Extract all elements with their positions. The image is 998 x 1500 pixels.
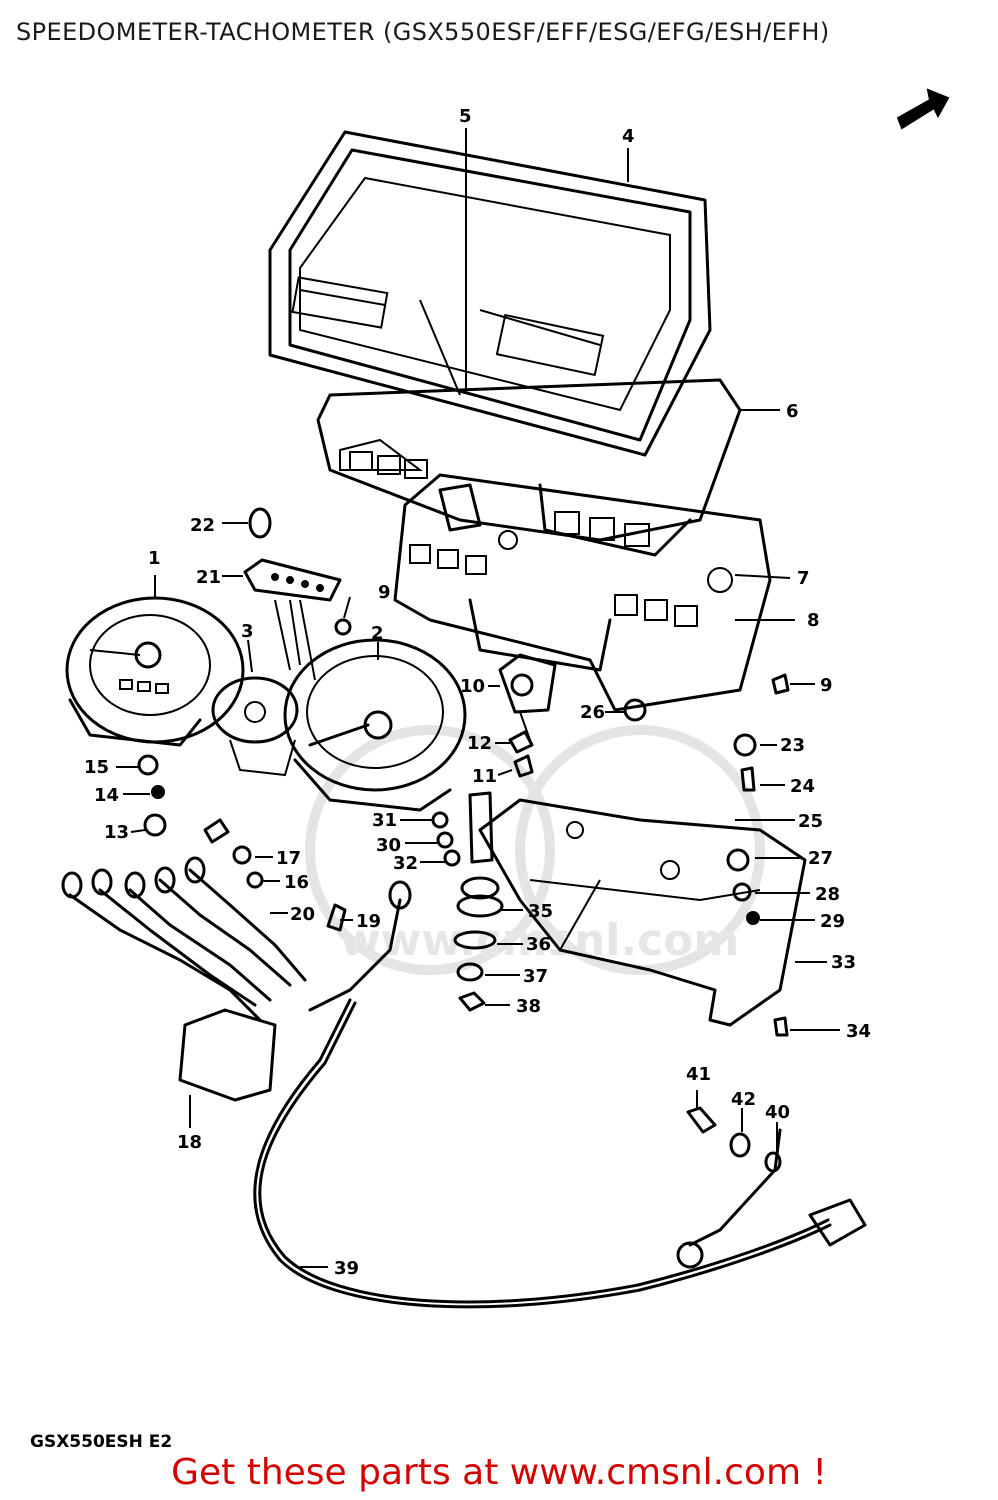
- label-16: 16: [284, 872, 309, 893]
- meter-cushion: [316, 378, 742, 542]
- label-38: 38: [516, 996, 541, 1017]
- watermark: www.cmsnl.com: [305, 725, 765, 975]
- label-42: 42: [731, 1089, 756, 1110]
- label-3: 3: [241, 621, 254, 642]
- right-fasteners: [623, 673, 790, 1037]
- meter-lower-cover: [478, 798, 807, 1027]
- leader-lines: [116, 128, 840, 1031]
- label-6: 6: [786, 401, 799, 422]
- label-32: 32: [393, 853, 418, 874]
- label-23: 23: [780, 735, 805, 756]
- left-small-parts: [137, 618, 534, 932]
- label-14: 14: [94, 785, 119, 806]
- label-35: 35: [528, 901, 553, 922]
- label-4: 4: [622, 126, 635, 147]
- fastener-stack: [431, 791, 504, 1012]
- label-1: 1: [148, 548, 161, 569]
- label-25: 25: [798, 811, 823, 832]
- label-10: 10: [460, 676, 485, 697]
- speedometer-cable: [253, 998, 867, 1309]
- label-29: 29: [820, 911, 845, 932]
- label-22: 22: [190, 515, 215, 536]
- part-labels: 5 4 6 22 1 21 7 9 8 3 2 10 9 26 12 23 15…: [84, 106, 871, 1279]
- label-12: 12: [467, 733, 492, 754]
- speedometer: [65, 575, 245, 747]
- label-24: 24: [790, 776, 815, 797]
- page-title: SPEEDOMETER-TACHOMETER (GSX550ESF/EFF/ES…: [16, 18, 830, 46]
- label-9-upper: 9: [378, 582, 391, 603]
- model-code: GSX550ESH E2: [30, 1432, 172, 1452]
- label-36: 36: [526, 934, 551, 955]
- label-33: 33: [831, 952, 856, 973]
- indicator-board: [222, 558, 342, 681]
- holder-10: [498, 653, 557, 741]
- label-20: 20: [290, 904, 315, 925]
- label-5: 5: [459, 106, 472, 127]
- tachometer: [283, 638, 467, 812]
- wiring-harness: [61, 856, 412, 1128]
- label-17: 17: [276, 848, 301, 869]
- gauge-part-3: [211, 639, 299, 777]
- label-31: 31: [372, 810, 397, 831]
- label-30: 30: [376, 835, 401, 856]
- label-15: 15: [84, 757, 109, 778]
- label-40: 40: [765, 1102, 790, 1123]
- label-9-lower: 9: [820, 675, 833, 696]
- footer-link-text[interactable]: Get these parts at www.cmsnl.com !: [171, 1452, 827, 1493]
- label-2: 2: [371, 623, 384, 644]
- label-7: 7: [797, 568, 810, 589]
- label-34: 34: [846, 1021, 871, 1042]
- label-18: 18: [177, 1132, 202, 1153]
- label-28: 28: [815, 884, 840, 905]
- label-27: 27: [808, 848, 833, 869]
- label-19: 19: [356, 911, 381, 932]
- label-13: 13: [104, 822, 129, 843]
- grommet-22: [222, 507, 272, 539]
- small-parts-40-42: [676, 1090, 782, 1269]
- label-8: 8: [807, 610, 820, 631]
- label-41: 41: [686, 1064, 711, 1085]
- label-37: 37: [523, 966, 548, 987]
- direction-arrow-icon: [896, 88, 950, 130]
- label-21: 21: [196, 567, 221, 588]
- label-11: 11: [472, 766, 497, 787]
- label-26: 26: [580, 702, 605, 723]
- meter-case-upper: [268, 130, 712, 457]
- label-39: 39: [334, 1258, 359, 1279]
